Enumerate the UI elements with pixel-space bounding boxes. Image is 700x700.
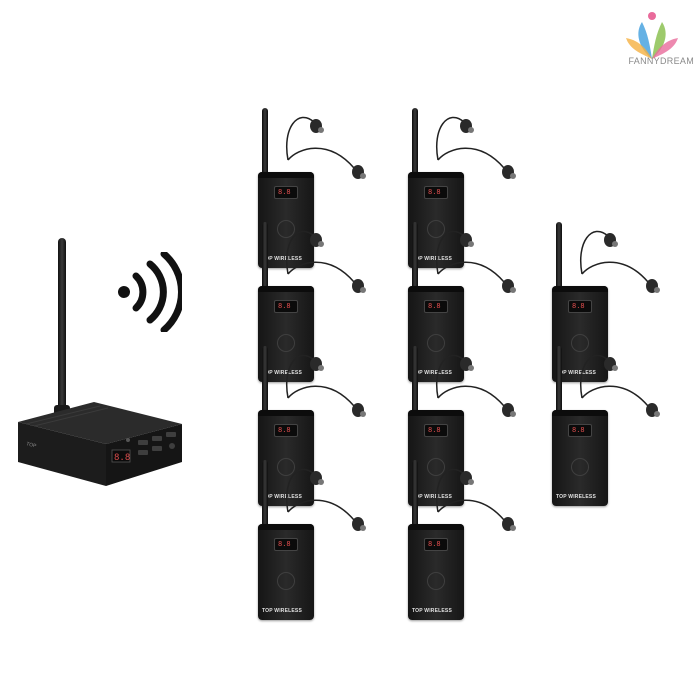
receiver-unit: 8.8 TOP WIRELESS [408,222,528,387]
earphone-icon [436,468,516,531]
receiver-display: 8.8 [424,300,448,313]
receiver-brand-label: TOP WIRELESS [556,494,597,500]
display-digits: 8.8 [278,540,291,548]
receiver-antenna [262,222,268,290]
receiver-ring [571,458,589,476]
receiver-display: 8.8 [274,424,298,437]
receiver-ring [427,572,445,590]
receiver-brand-label: TOP WIRELESS [412,494,453,500]
display-digits: 8.8 [428,188,441,196]
receiver-unit: 8.8 TOP WIRELESS [408,108,528,273]
display-digits: 8.8 [572,302,585,310]
receiver-body: 8.8 TOP WIRELESS [258,524,314,620]
receiver-brand-label: TOP WIRELESS [412,608,453,614]
receiver-antenna [412,460,418,528]
receiver-unit: 8.8 TOP WIRELESS [552,346,672,511]
earphone-icon [286,116,366,179]
earphone-icon [436,116,516,179]
display-digits: 8.8 [428,302,441,310]
receiver-body: 8.8 TOP WIRELESS [408,286,464,382]
display-digits: 8.8 [572,426,585,434]
svg-text:TOP: TOP [25,441,37,450]
receiver-display: 8.8 [274,538,298,551]
receiver-body: 8.8 TOP WIRELESS [408,172,464,268]
receiver-ring [427,220,445,238]
earphone-icon [286,230,366,293]
earphone-icon [436,230,516,293]
receiver-ring [277,572,295,590]
receiver-ring [277,458,295,476]
watermark-text: FANNYDREAM [628,56,694,66]
receiver-display: 8.8 [274,186,298,199]
receiver-display: 8.8 [274,300,298,313]
receiver-antenna [262,346,268,414]
receiver-unit: 8.8 TOP WIRELESS [408,460,528,625]
earphone-icon [436,354,516,417]
display-digits: 8.8 [428,540,441,548]
receiver-antenna [412,346,418,414]
receiver-unit: 8.8 TOP WIRELESS [258,108,378,273]
earphone-icon [580,230,660,293]
receiver-display: 8.8 [424,186,448,199]
receiver-ring [427,334,445,352]
receiver-unit: 8.8 TOP WIRELESS [258,346,378,511]
receiver-antenna [412,108,418,176]
receiver-display: 8.8 [568,300,592,313]
receiver-brand-label: TOP WIRELESS [262,256,303,262]
wireless-signal-icon [118,252,182,332]
transmitter-unit: 8.8 TOP [18,402,182,486]
receiver-brand-label: TOP WIRELESS [262,370,303,376]
display-digits: 8.8 [278,426,291,434]
receiver-antenna [556,222,562,290]
receiver-antenna [262,460,268,528]
earphone-icon [286,468,366,531]
fannydream-logo-icon [626,12,678,59]
svg-text:8.8: 8.8 [114,453,130,463]
display-digits: 8.8 [278,188,291,196]
transmitter-antenna [58,238,66,418]
receiver-antenna [556,346,562,414]
receiver-display: 8.8 [424,538,448,551]
receiver-ring [427,458,445,476]
receiver-ring [571,334,589,352]
display-digits: 8.8 [278,302,291,310]
receiver-brand-label: TOP WIRELESS [412,256,453,262]
receiver-body: 8.8 TOP WIRELESS [408,524,464,620]
receiver-brand-label: TOP WIRELESS [262,494,303,500]
receiver-brand-label: TOP WIRELESS [262,608,303,614]
earphone-icon [580,354,660,417]
receiver-brand-label: TOP WIRELESS [412,370,453,376]
receiver-antenna [412,222,418,290]
receiver-body: 8.8 TOP WIRELESS [552,410,608,506]
receiver-ring [277,334,295,352]
receiver-ring [277,220,295,238]
receiver-brand-label: TOP WIRELESS [556,370,597,376]
receiver-display: 8.8 [424,424,448,437]
earphone-icon [286,354,366,417]
receiver-antenna [262,108,268,176]
display-digits: 8.8 [428,426,441,434]
receiver-unit: 8.8 TOP WIRELESS [258,460,378,625]
receiver-display: 8.8 [568,424,592,437]
